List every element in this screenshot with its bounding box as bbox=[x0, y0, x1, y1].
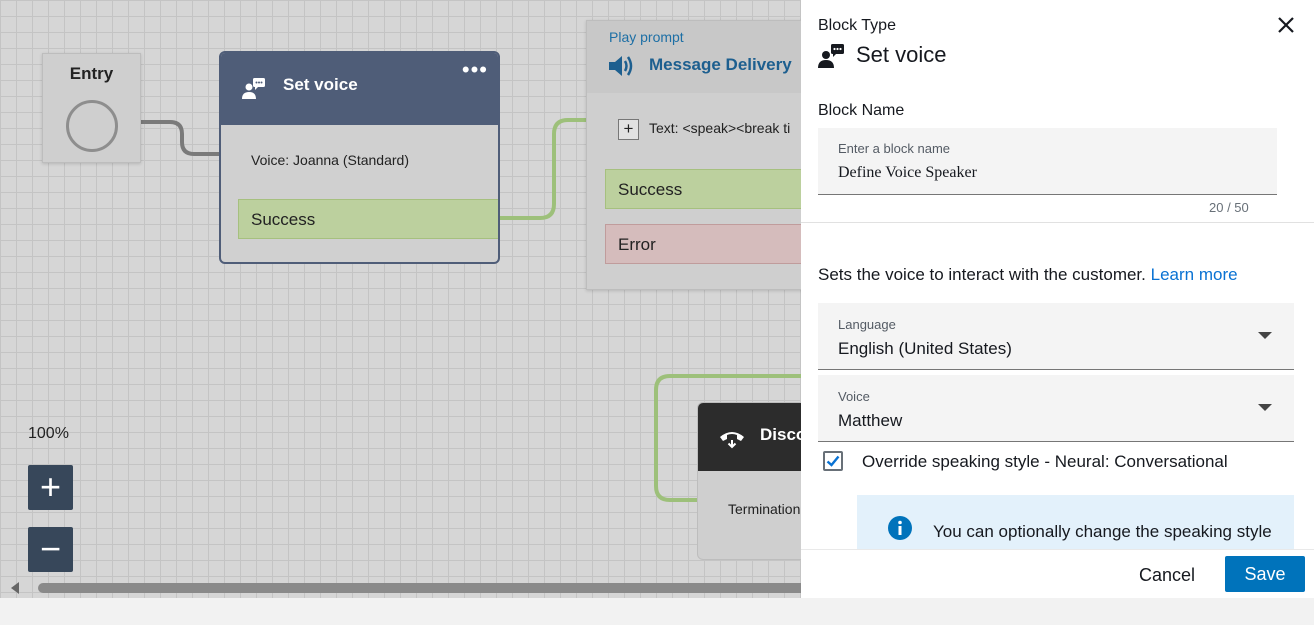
voice-value: Matthew bbox=[838, 411, 903, 430]
language-label: Language bbox=[838, 317, 896, 332]
panel-footer: Cancel Save bbox=[801, 549, 1314, 598]
zoom-out-button[interactable]: − bbox=[28, 527, 73, 572]
disconnect-node-header[interactable]: Disco bbox=[698, 403, 801, 471]
voice-select[interactable]: Voice Matthew bbox=[818, 375, 1294, 442]
block-type-label: Block Type bbox=[818, 17, 896, 34]
set-voice-icon bbox=[818, 44, 844, 68]
override-style-checkbox[interactable] bbox=[823, 451, 843, 471]
block-name-label: Block Name bbox=[818, 102, 905, 119]
info-alert: You can optionally change the speaking s… bbox=[857, 495, 1294, 550]
play-prompt-node-type: Play prompt bbox=[609, 29, 684, 45]
scroll-left-icon[interactable] bbox=[11, 582, 19, 594]
entry-start-icon bbox=[66, 100, 118, 152]
info-text: You can optionally change the speaking s… bbox=[933, 522, 1272, 550]
disconnect-node-title: Disco bbox=[760, 425, 801, 444]
caret-down-icon bbox=[1258, 332, 1272, 339]
block-name-char-count: 20 / 50 bbox=[1209, 200, 1249, 215]
play-prompt-success-branch[interactable]: Success bbox=[605, 169, 801, 209]
horizontal-scrollbar[interactable] bbox=[38, 583, 801, 593]
entry-title: Entry bbox=[69, 64, 114, 83]
disconnect-node-termination: Termination bbox=[728, 501, 801, 517]
play-prompt-node-header[interactable]: Play prompt Message Delivery bbox=[587, 21, 801, 93]
entry-node[interactable]: Entry bbox=[42, 53, 141, 163]
disconnect-node[interactable]: Disco Termination bbox=[697, 402, 801, 560]
zoom-in-button[interactable]: + bbox=[28, 465, 73, 510]
hang-up-icon bbox=[720, 432, 744, 449]
voice-label: Voice bbox=[838, 389, 870, 404]
learn-more-link[interactable]: Learn more bbox=[1150, 265, 1238, 284]
caret-down-icon bbox=[1258, 404, 1272, 411]
panel-divider bbox=[801, 222, 1314, 223]
speaker-icon bbox=[609, 56, 633, 76]
block-name-placeholder: Enter a block name bbox=[838, 141, 951, 156]
language-select[interactable]: Language English (United States) bbox=[818, 303, 1294, 370]
override-style-label: Override speaking style - Neural: Conver… bbox=[862, 452, 1228, 471]
set-voice-node[interactable]: Set voice ••• Voice: Joanna (Standard) S… bbox=[219, 51, 500, 264]
checkmark-icon bbox=[826, 455, 840, 467]
block-name-value[interactable]: Define Voice Speaker bbox=[838, 164, 977, 181]
block-config-panel: Block Type Set voice Block Name Enter a … bbox=[801, 0, 1314, 598]
close-icon[interactable] bbox=[1275, 14, 1297, 36]
set-voice-icon bbox=[242, 78, 265, 99]
block-type-value: Set voice bbox=[856, 42, 947, 67]
block-name-input[interactable]: Enter a block name Define Voice Speaker bbox=[818, 128, 1277, 195]
description-text: Sets the voice to interact with the cust… bbox=[818, 265, 1146, 284]
setvoice-success-connector bbox=[490, 118, 595, 220]
block-description: Sets the voice to interact with the cust… bbox=[818, 265, 1238, 285]
set-voice-node-title: Set voice bbox=[283, 75, 358, 94]
info-icon bbox=[888, 516, 912, 540]
set-voice-node-header[interactable]: Set voice ••• bbox=[221, 53, 498, 125]
expand-icon[interactable]: + bbox=[618, 119, 639, 140]
status-strip bbox=[0, 598, 1314, 625]
zoom-level: 100% bbox=[28, 425, 69, 442]
play-prompt-node-text: Text: <speak><break ti bbox=[649, 120, 791, 136]
play-prompt-node-title: Message Delivery bbox=[649, 55, 792, 74]
language-value: English (United States) bbox=[838, 339, 1012, 358]
set-voice-node-voice: Voice: Joanna (Standard) bbox=[251, 152, 409, 168]
more-options-icon[interactable]: ••• bbox=[461, 57, 488, 82]
play-prompt-node[interactable]: Play prompt Message Delivery + Text: <sp… bbox=[586, 20, 801, 290]
set-voice-success-branch[interactable]: Success bbox=[238, 199, 498, 239]
play-prompt-error-branch[interactable]: Error bbox=[605, 224, 801, 264]
cancel-button[interactable]: Cancel bbox=[1139, 560, 1195, 590]
save-button[interactable]: Save bbox=[1225, 556, 1305, 592]
flow-canvas[interactable]: Entry Set voice ••• Voice: Joanna (Stand… bbox=[0, 0, 801, 598]
